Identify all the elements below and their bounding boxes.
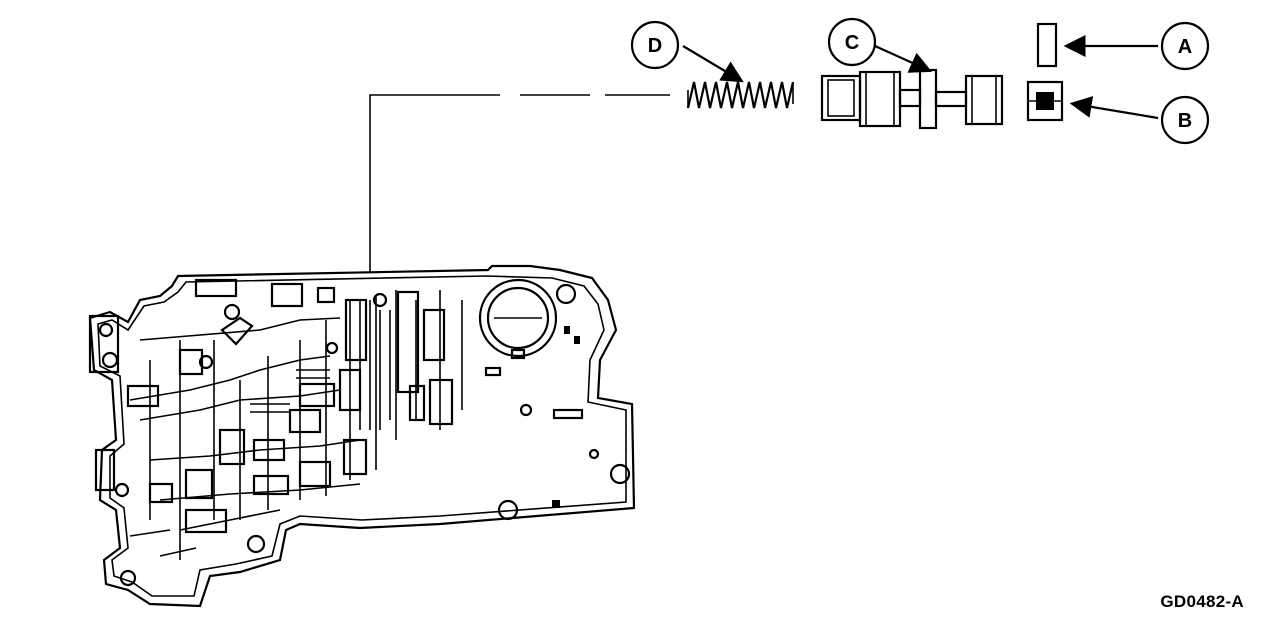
valve-body [88, 264, 636, 608]
callout-d: D [630, 20, 680, 70]
callout-b: B [1160, 95, 1210, 145]
arrow-c [874, 44, 933, 73]
retainer-pin-a [1036, 22, 1058, 68]
valve-c [820, 68, 1004, 130]
arrow-d [682, 45, 744, 83]
spring-d [686, 81, 795, 109]
leader-line [369, 94, 670, 272]
plug-b [1026, 80, 1064, 122]
callout-a: A [1160, 21, 1210, 71]
arrow-b [1069, 96, 1159, 120]
figure-id: GD0482-A [1160, 592, 1244, 611]
callout-b-label: B [1178, 110, 1192, 132]
callout-a-label: A [1178, 36, 1192, 58]
callout-c: C [827, 17, 877, 67]
callout-d-label: D [648, 35, 662, 57]
callout-c-label: C [845, 32, 859, 54]
